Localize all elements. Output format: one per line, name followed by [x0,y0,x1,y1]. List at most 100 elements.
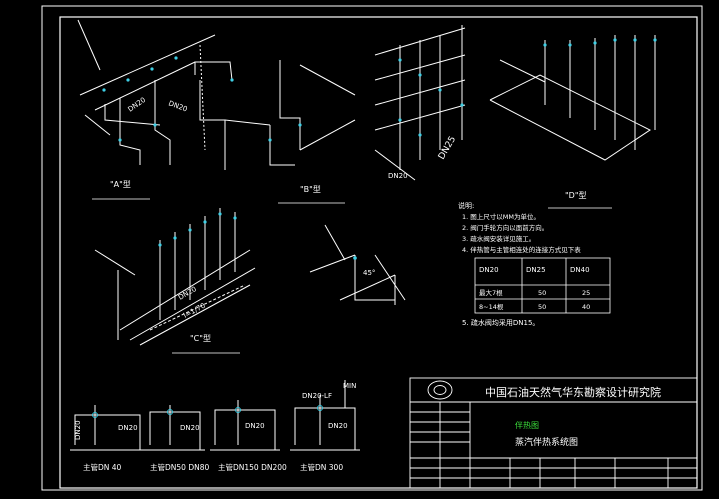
view-a-fitting [102,88,106,92]
outer-frame [41,5,703,491]
view-a-size-label: DN20 [127,96,148,114]
view-a-fitting [118,138,122,142]
view-c-top-fitting [418,133,422,137]
view-d-fitting [593,41,597,45]
notes-item-2: 2. 阀门手轮方向以面前方向。 [462,223,548,232]
detail-4-fitting [317,405,323,411]
view-e-leader [324,224,346,261]
view-b-fittings [230,78,302,142]
title-block-border [409,377,698,489]
institute-logo-core [433,385,447,395]
view-c-tracer [129,267,256,341]
detail-2 [145,405,205,451]
view-c-top-fitting [438,88,442,92]
view-c-top-fitting [398,118,402,122]
notes-item-5: 5. 疏水阀均采用DN15。 [462,318,539,327]
view-d-leader [499,59,546,83]
view-a-fitting [153,123,157,127]
view-e-angle-label: 45° [363,269,375,277]
table-cell: 40 [582,303,590,311]
table-header-1: DN20 [479,266,499,274]
view-c-fitting [188,228,192,232]
notes-item-3: 3. 疏水阀安装详见施工。 [462,234,535,243]
detail-2-size-label: DN20 [180,424,200,432]
view-b-riser [199,80,226,170]
detail-4-size-label: DN20 [328,422,348,430]
table-header-2: DN25 [526,266,546,274]
view-c-fitting [158,243,162,247]
detail-1-label: 主管DN 40 [83,462,122,472]
view-d-fitting [613,38,617,42]
view-b-riser-2 [279,60,301,150]
detail-1-side-label: DN20 [118,424,138,432]
project-name: 伴热图 [515,420,539,430]
view-c-fitting [233,216,237,220]
view-c-size-label: DN20 [177,285,198,302]
view-a-leader [77,19,101,71]
view-b-fitting [230,78,234,82]
notes-title: 说明: [458,201,474,210]
detail-4-pipe [294,407,356,450]
detail-4 [290,380,360,451]
view-a-caption: "A"型 [110,180,131,189]
table-cell: 50 [538,289,546,297]
view-b-fitting [298,123,302,127]
view-c-top-label-1: DN20 [388,172,408,180]
view-a-branch [104,104,161,126]
detail-2-pipe [149,411,201,450]
view-d [489,35,656,161]
detail-4-label: 主管DN 300 [300,462,343,472]
view-d-fitting [653,38,657,42]
table-header-3: DN40 [570,266,590,274]
table-cell: 25 [582,289,590,297]
view-c [94,208,256,346]
view-a-riser-2 [154,80,171,165]
view-d-fitting [568,43,572,47]
view-c-dimension [149,284,246,331]
notes-item-1: 1. 图上尺寸以MM为单位。 [462,212,540,221]
institute-name: 中国石油天然气华东勘察设计研究院 [485,385,661,399]
view-c-header [119,249,251,331]
view-a-fitting [174,56,178,60]
view-e-pipe [309,254,356,273]
detail-1-size-label: DN20 [74,420,82,440]
view-b-tracer [299,64,356,96]
view-c-fittings [158,212,237,247]
view-c-fitting [218,212,222,216]
drawing-title: 蒸汽伴热系统图 [515,436,578,448]
view-b-link [224,119,271,126]
table-cell: 最大7根 [479,288,503,297]
detail-3-pipe [214,409,276,450]
view-e-fitting [353,256,357,260]
view-a-fitting [126,78,130,82]
view-c-caption: "C"型 [190,334,211,343]
view-e [309,224,406,305]
view-c-top-fitting [398,58,402,62]
view-c-top-leader [374,149,416,181]
view-b-caption: "B"型 [300,185,321,194]
view-b [194,60,356,170]
view-b-fitting [268,138,272,142]
detail-3-fitting [235,407,241,413]
detail-1-pipe [74,414,141,450]
view-a-main-pipe [79,34,216,96]
view-d-plane [489,74,651,161]
institute-logo-ring [427,380,453,400]
connection-table [474,257,611,314]
inner-frame [59,16,698,489]
view-a-tracer-pipe [94,61,196,111]
table-border [474,257,611,314]
view-a-fitting [150,67,154,71]
view-a-leader-2 [84,114,111,136]
view-b-size-label: DN20 [167,99,188,113]
detail-4-callout: DN20-LF [302,392,332,400]
detail-1-fitting [92,412,98,418]
view-d-caption: "D"型 [565,191,587,200]
view-c-top-fitting [418,73,422,77]
detail-3-label: 主管DN150 DN200 [218,462,287,472]
institute-logo [427,380,453,400]
view-b-top-loop [194,61,233,81]
view-c-fitting [203,220,207,224]
view-c-top [374,25,466,181]
